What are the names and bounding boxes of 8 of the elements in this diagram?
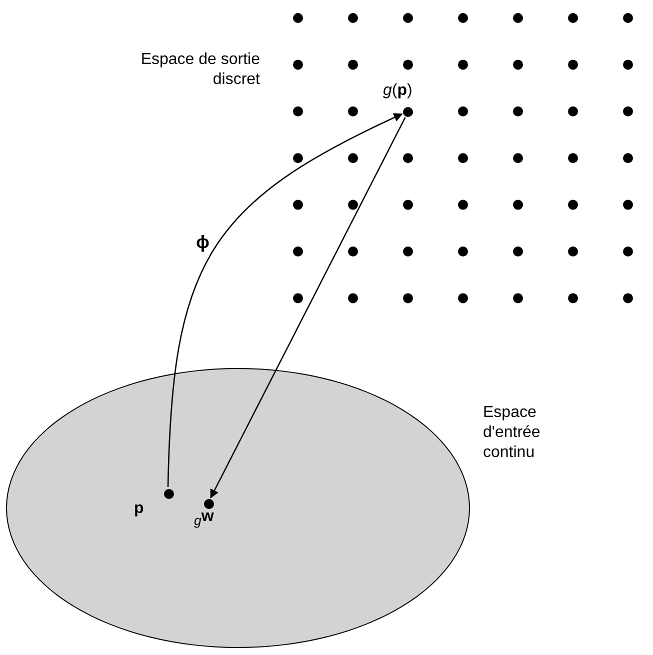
point-label: p: [134, 499, 144, 519]
point-label: g(p): [383, 81, 412, 101]
edge-label: ϕ: [196, 232, 210, 252]
region-caption: Espace de sortie discret: [140, 50, 260, 90]
point-label: $_{g}$w: [194, 507, 214, 530]
region-caption: Espace d'entrée continu: [483, 403, 540, 463]
arrow: [167, 113, 403, 488]
arrow: [210, 117, 406, 498]
